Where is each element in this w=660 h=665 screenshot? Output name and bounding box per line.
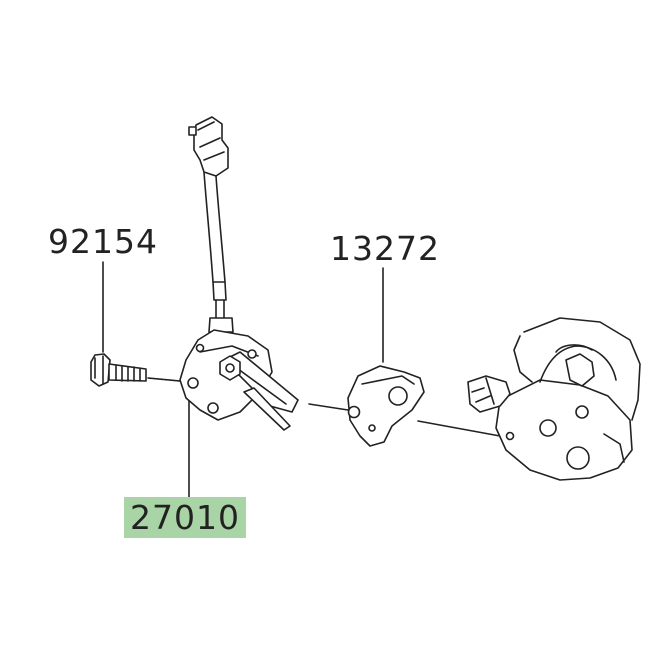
plate-13272-drawing bbox=[347, 365, 425, 447]
part-number-label[interactable]: 92154 bbox=[48, 222, 158, 261]
part-number-label[interactable]: 13272 bbox=[330, 229, 440, 268]
sensor-27010-drawing bbox=[179, 116, 299, 431]
leader-lines bbox=[102, 261, 501, 499]
part-number-label-highlighted[interactable]: 27010 bbox=[124, 497, 246, 538]
crankcase-section-drawing bbox=[467, 317, 641, 481]
bolt-92154-drawing bbox=[90, 353, 147, 387]
